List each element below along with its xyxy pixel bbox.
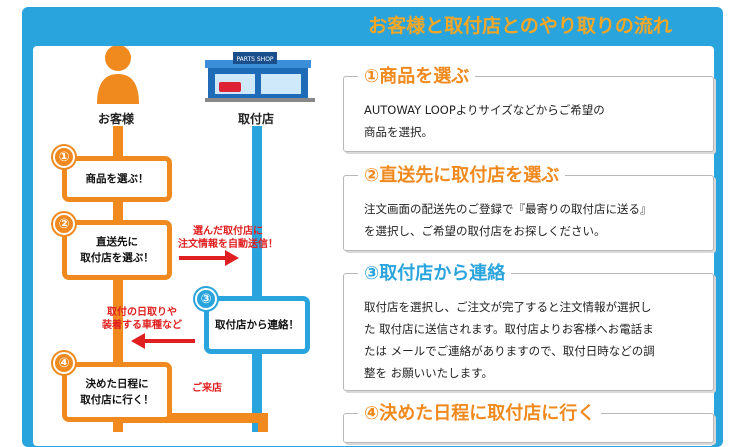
note-visit: ご来店 [192, 383, 222, 394]
shop-building-icon: PARTS SHOP [205, 52, 315, 102]
step-number-1: ① [53, 146, 75, 168]
arrow-contact [131, 333, 195, 349]
person-icon [97, 46, 139, 104]
step-title: ④決めた日程に取付店に行く [358, 399, 602, 425]
step-card-2: ②直送先に取付店を選ぶ 注文画面の配送先のご登録で『最寄りの取付店に送る』 を選… [343, 161, 714, 251]
flow-box-visit-shop: 決めた日程に 取付店に行く！ [62, 362, 172, 422]
step-number-2: ② [53, 213, 75, 235]
step-title: ①商品を選ぶ [358, 62, 476, 88]
page-title: お客様と取付店とのやり取りの流れ [368, 15, 672, 37]
flow-box-label: 決めた日程に 取付店に行く！ [80, 378, 154, 406]
note-send-info: 選んだ取付店に 注文情報を自動送信！ [178, 226, 278, 250]
step-number-4: ④ [53, 352, 75, 374]
flow-box-label: 直送先に 取付店を選ぶ！ [80, 236, 154, 264]
note-contact: 取付の日取りや 装着する車種など [102, 307, 182, 331]
flow-box-select-product: 商品を選ぶ！ [62, 156, 172, 202]
arrow-send-info [179, 250, 239, 266]
flow-box-label: 商品を選ぶ！ [85, 173, 149, 185]
flow-box-label: 取付店から連絡！ [215, 319, 299, 331]
step-card-4: ④決めた日程に取付店に行く [343, 399, 714, 443]
flow-box-choose-shop: 直送先に 取付店を選ぶ！ [62, 220, 172, 280]
step-number-3: ③ [195, 288, 217, 310]
step-description: 取付店を選択し、ご注文が完了すると注文情報が選択し た 取付店に送信されます。取… [364, 300, 655, 380]
flow-box-shop-contact: 取付店から連絡！ [204, 296, 310, 354]
customer-label: お客様 [98, 112, 135, 126]
svg-text:PARTS SHOP: PARTS SHOP [236, 56, 273, 63]
step-description: AUTOWAY LOOPよりサイズなどからご希望の 商品を選択。 [364, 103, 605, 139]
shop-label: 取付店 [238, 112, 275, 126]
step-title: ②直送先に取付店を選ぶ [358, 161, 566, 187]
step-card-1: ①商品を選ぶ AUTOWAY LOOPよりサイズなどからご希望の 商品を選択。 [343, 62, 714, 152]
step-title: ③取付店から連絡 [358, 259, 512, 285]
step-description: 注文画面の配送先のご登録で『最寄りの取付店に送る』 を選択し、ご希望の取付店をお… [364, 202, 652, 238]
shop-timeline [252, 126, 262, 432]
step-card-3: ③取付店から連絡 取付店を選択し、ご注文が完了すると注文情報が選択し た 取付店… [343, 259, 714, 391]
